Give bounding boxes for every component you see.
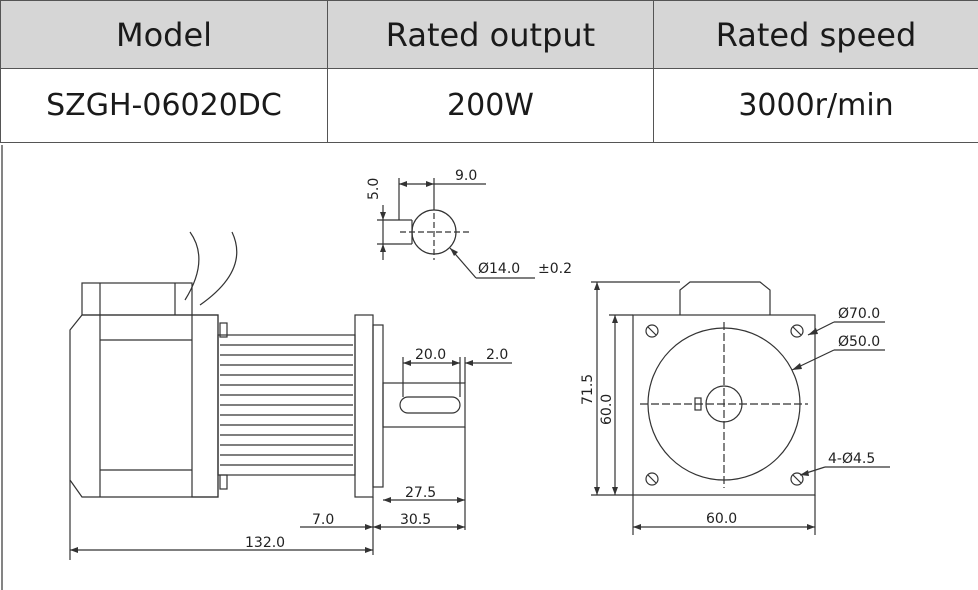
dim-shaft-length: 27.5 bbox=[405, 485, 436, 501]
value-model: SZGH-06020DC bbox=[0, 68, 328, 143]
dimension-labels: 9.0 5.0 Ø14.0 ±0.2 20.0 2.0 27.5 7.0 30.… bbox=[245, 168, 880, 551]
dim-pcd: Ø70.0 bbox=[838, 306, 880, 322]
spec-value-row: SZGH-06020DC 200W 3000r/min bbox=[0, 68, 978, 143]
dim-shaft-total: 30.5 bbox=[400, 512, 431, 528]
dim-key-length: 20.0 bbox=[415, 347, 446, 363]
spec-header-row: Model Rated output Rated speed bbox=[0, 0, 978, 69]
dim-height: 71.5 bbox=[580, 374, 596, 405]
spec-table: Model Rated output Rated speed SZGH-0602… bbox=[0, 0, 978, 143]
dim-shaft-tol: ±0.2 bbox=[538, 261, 572, 277]
dim-key-offset: 2.0 bbox=[486, 347, 508, 363]
dim-spigot: Ø50.0 bbox=[838, 334, 880, 350]
dim-flange-width: 60.0 bbox=[706, 511, 737, 527]
header-model: Model bbox=[0, 0, 328, 69]
value-rated-output: 200W bbox=[327, 68, 654, 143]
dim-shaft-dia: Ø14.0 bbox=[478, 261, 520, 277]
value-rated-speed: 3000r/min bbox=[653, 68, 978, 143]
dim-flange-height: 60.0 bbox=[599, 394, 615, 425]
dim-flat: 5.0 bbox=[366, 178, 382, 200]
dim-holes: 4-Ø4.5 bbox=[828, 451, 875, 467]
dim-shaft-width: 9.0 bbox=[455, 168, 477, 184]
dim-pilot: 7.0 bbox=[312, 512, 334, 528]
dim-overall-length: 132.0 bbox=[245, 535, 285, 551]
motor-side-view bbox=[69, 231, 512, 560]
header-rated-output: Rated output bbox=[327, 0, 654, 69]
